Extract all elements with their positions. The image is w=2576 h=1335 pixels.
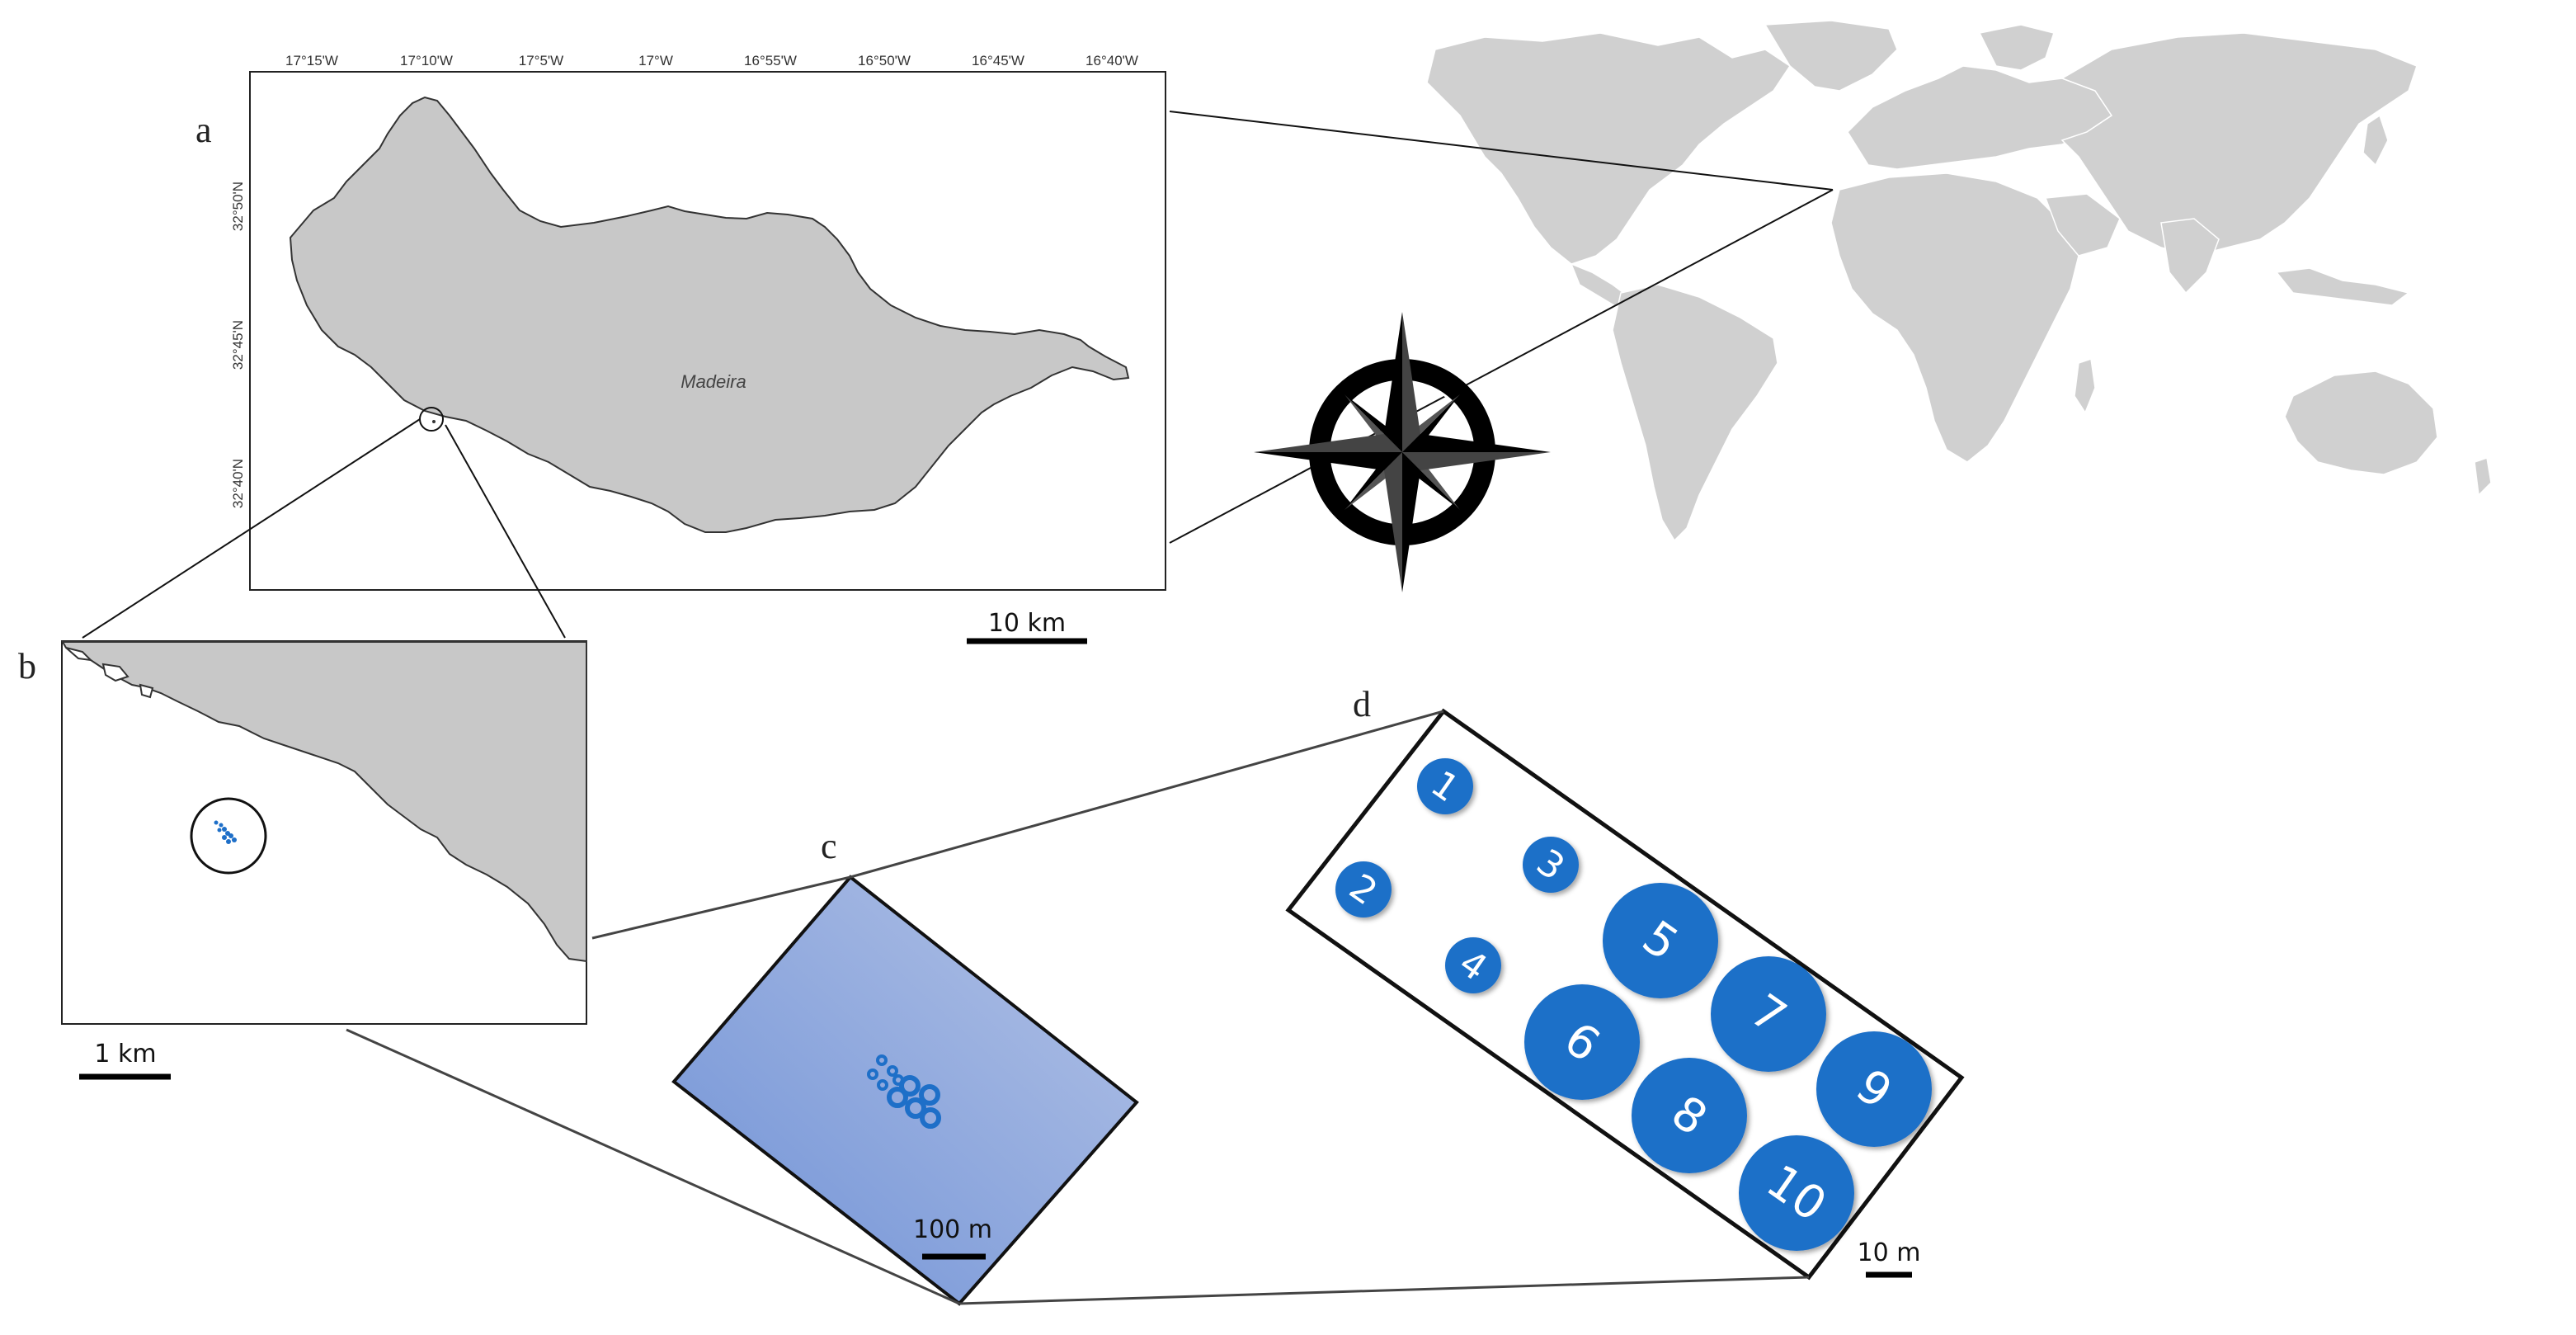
- panel-letter-a: a: [195, 110, 212, 150]
- x-tick-label: 16°40'W: [1085, 53, 1138, 68]
- x-tick-label: 17°5'W: [519, 53, 563, 68]
- scale-label-a: 10 km: [988, 609, 1066, 638]
- scale-label-c: 100 m: [913, 1215, 992, 1244]
- scale-bar-b: 1 km: [79, 1040, 171, 1080]
- scale-bar-a: 10 km: [967, 609, 1087, 644]
- sampling-circle-10: [1739, 1135, 1854, 1251]
- x-tick-label: 17°10'W: [400, 53, 453, 68]
- y-tick-label: 32°50'N: [230, 182, 246, 231]
- zoom-lines-world: [1169, 111, 1834, 544]
- x-tick-label: 17°15'W: [285, 53, 338, 68]
- sampling-circle-1: [1417, 758, 1473, 814]
- sampling-circle-6: [1524, 984, 1640, 1100]
- x-tick-label: 17°W: [638, 53, 673, 68]
- panel-letter-b: b: [18, 646, 36, 686]
- world-map-icon: [1426, 20, 2492, 542]
- study-site-marker: [190, 797, 267, 875]
- panel-letter-c: c: [821, 826, 837, 866]
- sampling-circle-5: [1603, 883, 1718, 998]
- sampling-circle-7: [1711, 956, 1826, 1072]
- compass-rose-icon: [1254, 312, 1551, 592]
- zoom-lines-b-c: [346, 875, 960, 1305]
- sampling-circle-8: [1632, 1058, 1747, 1173]
- y-tick-label: 32°45'N: [230, 320, 246, 370]
- scale-label-d: 10 m: [1858, 1238, 1921, 1267]
- sampling-circle-9: [1816, 1031, 1932, 1147]
- x-tick-label: 16°55'W: [744, 53, 797, 68]
- y-tick-label: 32°40'N: [230, 459, 246, 508]
- sampling-circle-3: [1523, 837, 1579, 893]
- sampling-circle-2: [1335, 861, 1392, 918]
- panel-b-map: [61, 640, 587, 1025]
- x-tick-label: 16°50'W: [858, 53, 911, 68]
- sampling-circle-4: [1445, 937, 1501, 993]
- island-label: Madeira: [680, 371, 746, 392]
- scale-label-b: 1 km: [94, 1040, 156, 1068]
- panel-a-map: Madeira 17°15'W 17°10'W 17°5'W 17°W 16°5…: [230, 53, 1166, 591]
- x-tick-label: 16°45'W: [972, 53, 1024, 68]
- zoom-lines-c-d: [850, 710, 1810, 1305]
- panel-letter-d: d: [1353, 684, 1371, 724]
- zoom-lines-a-b: [82, 418, 566, 639]
- panel-c-map: 100 m: [671, 875, 1139, 1306]
- panel-d-map: 1 2 3 4 5 6 7 8 9 10 10 m: [1285, 708, 1965, 1281]
